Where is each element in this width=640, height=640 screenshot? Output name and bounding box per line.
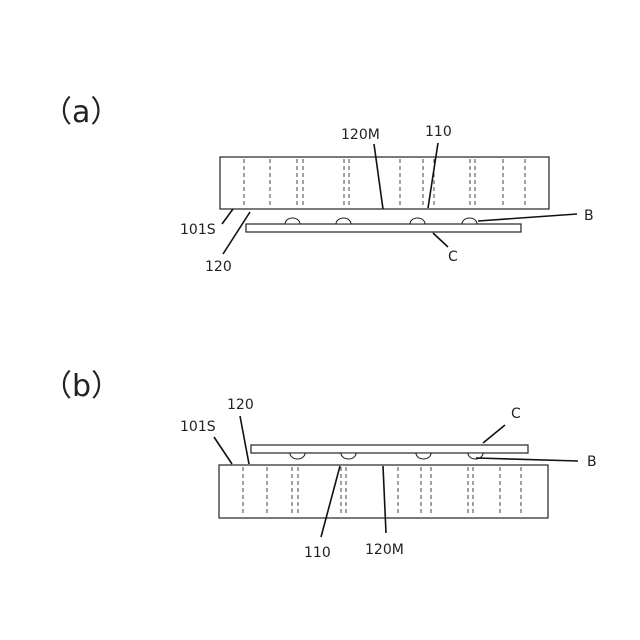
panel-a-plate-c bbox=[246, 224, 521, 232]
panel-a: （a） bbox=[42, 95, 594, 275]
panel-a-label-101S: 101S bbox=[180, 222, 216, 238]
panel-b-label-120: 120 bbox=[227, 397, 254, 413]
panel-b-plate-c bbox=[251, 445, 528, 453]
panel-a-bumps bbox=[285, 218, 477, 224]
panel-a-substrate bbox=[220, 157, 549, 209]
panel-a-label-C: C bbox=[448, 249, 458, 265]
panel-b-label-B: B bbox=[587, 454, 597, 470]
panel-a-label-B: B bbox=[584, 208, 594, 224]
panel-a-label: （a） bbox=[42, 95, 120, 130]
panel-b-label-101S: 101S bbox=[180, 419, 216, 435]
panel-b-bumps bbox=[290, 453, 483, 459]
panel-a-label-120: 120 bbox=[205, 259, 232, 275]
panel-b-label-C: C bbox=[511, 406, 521, 422]
panel-b-label-120M: 120M bbox=[365, 542, 404, 558]
panel-b-label-110: 110 bbox=[304, 545, 331, 561]
panel-a-label-110: 110 bbox=[425, 124, 452, 140]
panel-b: （b） bbox=[42, 369, 597, 561]
panel-b-label: （b） bbox=[42, 369, 121, 404]
panel-a-label-120M: 120M bbox=[341, 127, 380, 143]
